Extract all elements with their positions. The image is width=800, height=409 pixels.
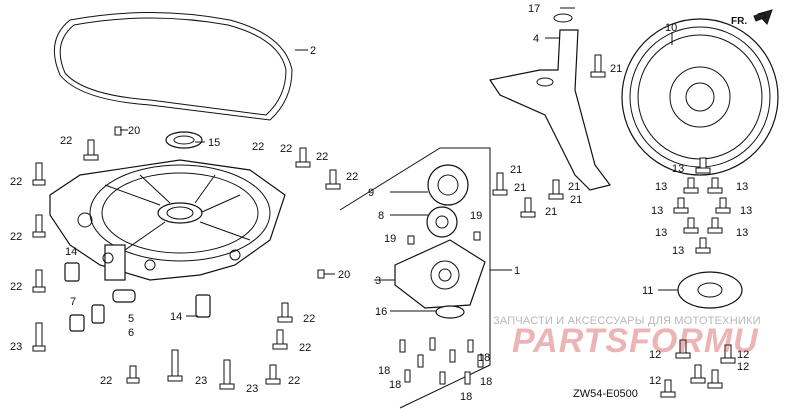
callout-11: 11 xyxy=(642,285,653,297)
callout-14b: 14 xyxy=(170,311,182,323)
callout-17: 17 xyxy=(528,3,540,15)
callout-18b: 18 xyxy=(389,379,401,391)
front-direction-label: FR. xyxy=(731,16,748,27)
callout-13a: 13 xyxy=(672,163,684,175)
callout-21c: 21 xyxy=(514,182,526,194)
callout-23b: 23 xyxy=(195,375,207,387)
callout-13g: 13 xyxy=(736,227,748,239)
callout-19b: 19 xyxy=(384,233,396,245)
callout-22b: 22 xyxy=(10,176,22,188)
oil-seal-part xyxy=(165,131,203,149)
callout-20b: 20 xyxy=(338,269,350,281)
callout-22g: 22 xyxy=(346,171,358,183)
watermark-logo: PARTSFORMU xyxy=(512,322,759,360)
leader-lines xyxy=(120,7,678,317)
callout-18a: 18 xyxy=(378,365,390,377)
callout-13e: 13 xyxy=(740,205,752,217)
callout-18d: 18 xyxy=(480,376,492,388)
callout-3: 3 xyxy=(375,275,381,287)
watermark-text: ЗАПЧАСТИ И АКСЕССУАРЫ ДЛЯ МОТОТЕХНИКИ xyxy=(493,315,761,327)
callout-12b: 12 xyxy=(737,349,749,361)
callout-8: 8 xyxy=(378,210,384,222)
callout-22e: 22 xyxy=(252,141,264,153)
callout-10: 10 xyxy=(665,22,677,34)
bolt-set xyxy=(32,54,736,398)
inner-rotor-part xyxy=(426,206,458,238)
drive-plate-part xyxy=(677,271,743,309)
callout-7: 7 xyxy=(70,296,76,308)
outer-rotor-part xyxy=(427,164,469,206)
diagram-code: ZW54-E0500 xyxy=(573,388,638,400)
callout-23a: 23 xyxy=(10,341,22,353)
callout-21b: 21 xyxy=(510,164,522,176)
case-cover-part xyxy=(49,159,286,281)
callout-18e: 18 xyxy=(460,391,472,403)
callout-13d: 13 xyxy=(651,205,663,217)
oil-strainer-part xyxy=(489,13,612,191)
callout-22l: 22 xyxy=(280,143,292,155)
o-ring-part xyxy=(435,305,465,319)
callout-19a: 19 xyxy=(470,210,482,222)
callout-13f: 13 xyxy=(655,227,667,239)
callout-22a: 22 xyxy=(60,135,72,147)
callout-6: 6 xyxy=(128,327,134,339)
pump-body-part xyxy=(394,239,486,309)
gasket-part xyxy=(53,12,293,121)
callout-22i: 22 xyxy=(299,342,311,354)
callout-15: 15 xyxy=(208,137,220,149)
callout-22d: 22 xyxy=(10,281,22,293)
callout-22j: 22 xyxy=(288,375,300,387)
callout-18c: 18 xyxy=(478,352,490,364)
callout-13c: 13 xyxy=(736,181,748,193)
callout-5: 5 xyxy=(128,313,134,325)
callout-13b: 13 xyxy=(655,181,667,193)
callout-22c: 22 xyxy=(10,231,22,243)
callout-21d: 21 xyxy=(568,181,580,193)
plug-part xyxy=(64,262,211,332)
callout-14a: 14 xyxy=(65,246,77,258)
flywheel-part xyxy=(621,18,779,176)
callout-12d: 12 xyxy=(737,361,749,373)
callout-21e: 21 xyxy=(570,194,582,206)
front-direction-arrow-icon xyxy=(753,9,773,25)
callout-2: 2 xyxy=(310,45,316,57)
callout-22k: 22 xyxy=(100,375,112,387)
callout-21f: 21 xyxy=(545,206,557,218)
callout-12a: 12 xyxy=(649,349,661,361)
callout-9: 9 xyxy=(368,187,374,199)
callout-16: 16 xyxy=(375,306,387,318)
callout-22f: 22 xyxy=(316,151,328,163)
oil-pump-assembly xyxy=(339,147,491,409)
callout-4: 4 xyxy=(533,33,539,45)
callout-13h: 13 xyxy=(672,245,684,257)
callout-numbers: 1 2 3 4 5 6 7 8 9 10 11 12 12 12 12 13 1… xyxy=(10,3,752,403)
callout-21a: 21 xyxy=(610,63,622,75)
callout-20a: 20 xyxy=(128,125,140,137)
callout-12c: 12 xyxy=(649,375,661,387)
callout-23c: 23 xyxy=(246,383,258,395)
callout-22h: 22 xyxy=(303,313,315,325)
callout-1: 1 xyxy=(514,265,520,277)
